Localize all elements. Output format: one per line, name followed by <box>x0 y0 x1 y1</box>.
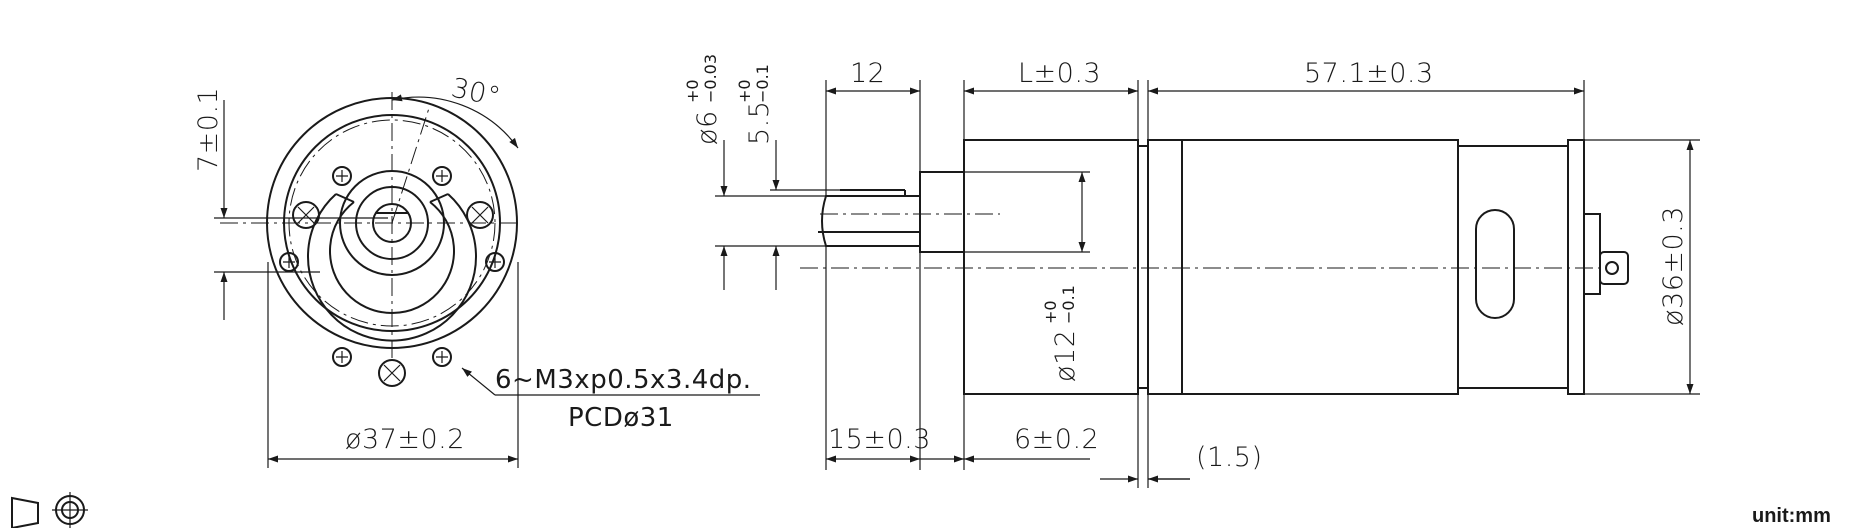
front-view: 30° 7±0.1 ø37±0.2 6~M3xp0.5x3.4dp. PCDø3… <box>193 73 760 468</box>
motor-diameter-label: ø36±0.3 <box>1658 206 1689 326</box>
gap-label: (1.5) <box>1196 442 1263 473</box>
angle-label: 30° <box>449 73 504 114</box>
side-view: ø6 +0 −0.03 5.5 +0 −0.1 ø12 +0 −0.1 12 L… <box>683 54 1700 488</box>
motor-length-label: 57.1±0.3 <box>1304 58 1434 89</box>
boss-dia-label: ø12 <box>1050 330 1081 382</box>
shaft-length-label: 12 <box>850 58 885 89</box>
mounting-holes <box>279 166 505 367</box>
projection-symbol-icon <box>11 492 88 528</box>
shaft-dia-lower: −0.03 <box>701 54 720 103</box>
gearbox-length-label: L±0.3 <box>1018 58 1101 89</box>
motor-screws <box>292 201 494 387</box>
height-dim-label: 7±0.1 <box>193 87 224 172</box>
unit-label: unit:mm <box>1752 505 1831 527</box>
boss-dia-lower: −0.1 <box>1059 285 1078 324</box>
flat-dim-label: 5.5 <box>744 101 775 145</box>
motor-body <box>1181 139 1459 395</box>
terminal-base <box>1583 213 1601 295</box>
output-shaft <box>821 195 921 247</box>
motor-slot <box>1475 209 1515 319</box>
shaft-total-label: 15±0.3 <box>828 424 931 455</box>
pcd-note: PCDø31 <box>568 403 674 433</box>
boss <box>919 171 965 253</box>
boss-dia-upper: +0 <box>1041 300 1060 324</box>
crescent-slot-inner <box>329 201 455 314</box>
shaft-dia-upper: +0 <box>683 79 702 103</box>
shaft-dia-label: ø6 <box>692 110 723 145</box>
flange-diameter-label: ø37±0.2 <box>345 424 465 455</box>
shaft-circle <box>372 203 412 243</box>
hole-note: 6~M3xp0.5x3.4dp. <box>495 365 752 395</box>
boss-outer <box>339 170 445 276</box>
flat-dim-lower: −0.1 <box>753 64 772 103</box>
boss-ring <box>355 186 429 260</box>
crescent-slot-outer <box>307 193 477 342</box>
terminal-tab <box>1599 251 1629 285</box>
flat-dim-upper: +0 <box>735 79 754 103</box>
boss-length-label: 6±0.2 <box>1014 424 1099 455</box>
